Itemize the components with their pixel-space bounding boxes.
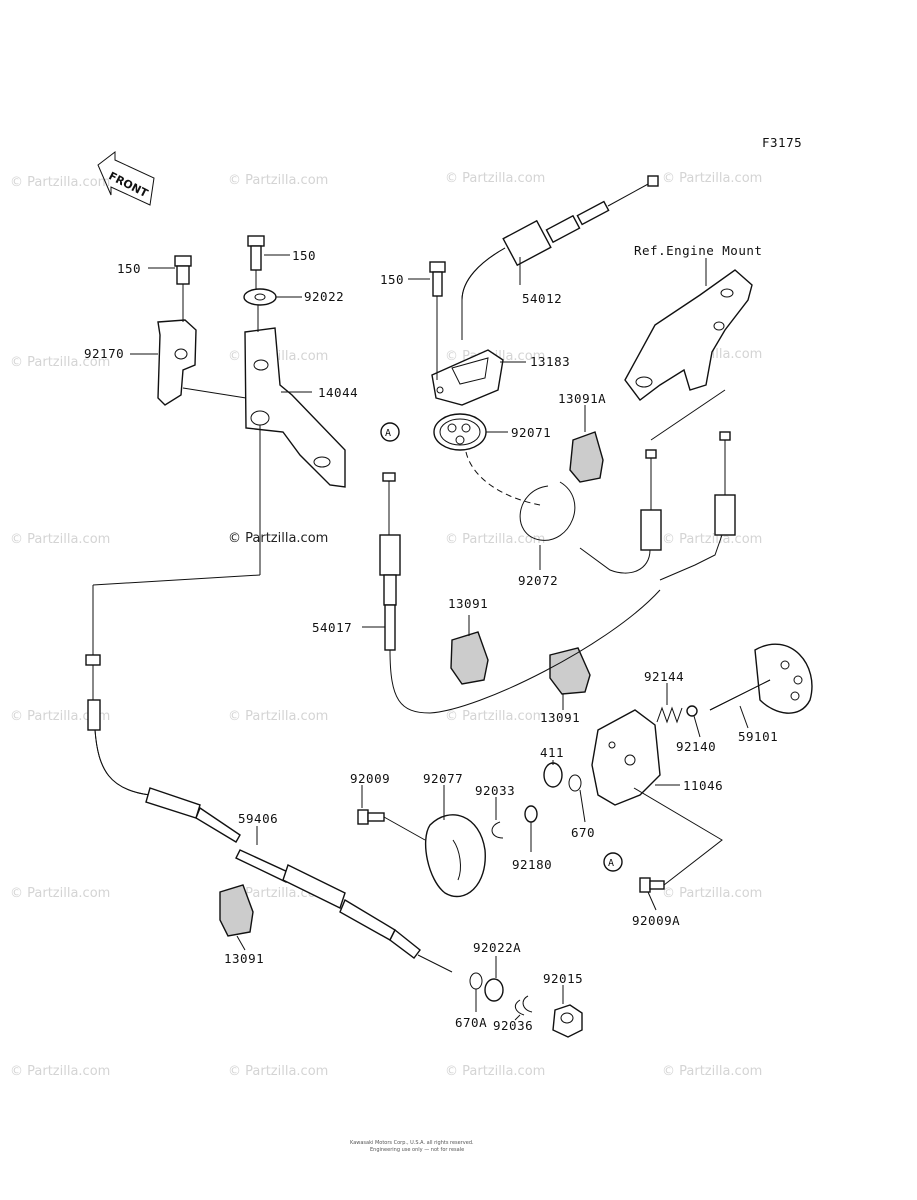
washer-92180	[524, 805, 538, 823]
part-label: 92144	[644, 669, 684, 684]
watermark: © Partzilla.com	[10, 175, 110, 190]
lockwasher-92036	[514, 995, 533, 1016]
ball-92140	[686, 705, 698, 717]
watermark: © Partzilla.com	[445, 171, 545, 186]
watermark: © Partzilla.com	[445, 532, 545, 547]
part-label: 92072	[518, 573, 558, 588]
callout-a-bottom-label: A	[608, 858, 615, 869]
part-label: 92180	[512, 857, 552, 872]
part-label: 92071	[511, 425, 551, 440]
oring-670A	[469, 972, 483, 990]
bolt-150-right	[429, 261, 446, 297]
part-label: 411	[540, 745, 564, 760]
watermark: © Partzilla.com	[662, 1064, 762, 1079]
part-label: 13091	[540, 710, 580, 725]
watermark: © Partzilla.com	[662, 532, 762, 547]
bolt-150-mid	[247, 235, 265, 271]
footer-line2: Engineering use only — not for resale	[370, 1147, 464, 1153]
watermark: © Partzilla.com	[228, 1064, 328, 1079]
part-label: 150	[292, 248, 316, 263]
washer-411	[543, 762, 563, 788]
assembly-lines	[92, 270, 661, 714]
watermark: © Partzilla.com	[445, 709, 545, 724]
part-label: 92022	[304, 289, 344, 304]
bolt-150-left	[174, 255, 192, 285]
holder-13091-mid	[549, 647, 591, 695]
part-label: 670A	[455, 1015, 487, 1030]
part-label: 13091	[448, 596, 488, 611]
part-label: 92009	[350, 771, 390, 786]
watermark: © Partzilla.com	[10, 886, 110, 901]
part-label: 150	[380, 272, 404, 287]
nut-92015	[552, 1004, 583, 1038]
watermark: © Partzilla.com	[228, 709, 328, 724]
part-labels: 150 150 150 92022 92170 14044 54012 1318…	[84, 248, 778, 1033]
gasket-13183	[431, 349, 504, 406]
part-label: 11046	[683, 778, 723, 793]
watermark: © Partzilla.com	[10, 532, 110, 547]
engine-mount-ref	[624, 258, 753, 401]
watermark: © Partzilla.com	[10, 1064, 110, 1079]
callout-a-top	[380, 422, 400, 442]
part-label: 92036	[493, 1018, 533, 1033]
knob-92077	[424, 814, 486, 898]
cable-54012	[461, 175, 659, 340]
clamp-92072	[519, 481, 576, 541]
washer-92022	[243, 288, 277, 306]
part-label: 13091A	[558, 391, 606, 406]
holder-13091-top	[450, 631, 489, 685]
part-label: 59406	[238, 811, 278, 826]
leader-lines	[130, 254, 749, 1021]
holder-13091-bottom	[219, 884, 254, 937]
watermark-dark: © Partzilla.com	[228, 531, 328, 546]
part-label: 13183	[530, 354, 570, 369]
front-label: FRONT	[107, 169, 151, 200]
bracket-14044	[244, 327, 346, 488]
oring-670	[568, 774, 582, 792]
spring-92144	[656, 706, 683, 724]
screw-92009	[357, 809, 385, 825]
part-label: 54012	[522, 291, 562, 306]
part-label: 13091	[224, 951, 264, 966]
part-label: 92022A	[473, 940, 521, 955]
watermark: © Partzilla.com	[445, 1064, 545, 1079]
part-label: 92033	[475, 783, 515, 798]
watermark: © Partzilla.com	[10, 355, 110, 370]
part-label: 92170	[84, 346, 124, 361]
watermark: © Partzilla.com	[662, 171, 762, 186]
part-label: 59101	[738, 729, 778, 744]
shaft-59101	[709, 643, 813, 714]
cable-ends	[579, 389, 736, 581]
footer-line1: Kawasaki Motors Corp., U.S.A. all rights…	[350, 1140, 474, 1146]
screw-92009A	[639, 877, 665, 893]
cable-59406	[85, 640, 453, 973]
part-label: 92015	[543, 971, 583, 986]
part-label: 54017	[312, 620, 352, 635]
ref-engine-mount-label: Ref.Engine Mount	[634, 243, 762, 258]
figure-code: F3175	[762, 135, 802, 150]
callout-a-top-label: A	[385, 428, 392, 439]
watermark: © Partzilla.com	[228, 173, 328, 188]
part-label: 92140	[676, 739, 716, 754]
watermark: © Partzilla.com	[10, 709, 110, 724]
part-label: 92009A	[632, 913, 680, 928]
holder-13091A	[569, 431, 604, 483]
part-label: 670	[571, 825, 595, 840]
washer-92022A	[484, 978, 504, 1002]
cable-54017	[379, 472, 431, 714]
grommet-92071	[433, 413, 487, 451]
part-label: 92077	[423, 771, 463, 786]
watermark: © Partzilla.com	[662, 886, 762, 901]
callout-a-bottom	[603, 852, 623, 872]
part-label: 150	[117, 261, 141, 276]
clip-92033	[491, 821, 504, 839]
part-label: 14044	[318, 385, 358, 400]
clamp-92170	[157, 319, 197, 406]
